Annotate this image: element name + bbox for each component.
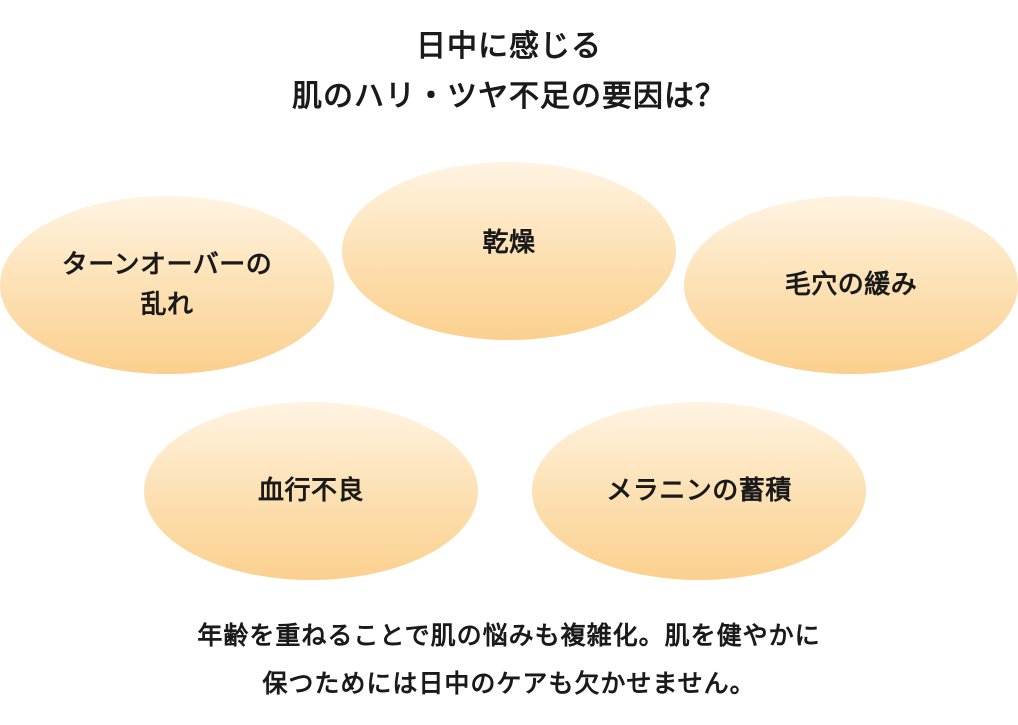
diagram-title: 日中に感じる 肌のハリ・ツヤ不足の要因は？ xyxy=(0,22,1018,122)
factor-label-line-1: 毛穴の緩み xyxy=(784,270,918,300)
factor-label-line-1: メラニンの蓄積 xyxy=(606,476,792,506)
factor-bubble-turnover: ターンオーバーの 乱れ xyxy=(0,196,334,374)
factor-label-line-1: ターンオーバーの xyxy=(61,250,273,280)
factor-label: 毛穴の緩み xyxy=(785,265,918,305)
factor-bubble-melanin: メラニンの蓄積 xyxy=(532,402,866,580)
factor-label: メラニンの蓄積 xyxy=(606,471,792,511)
factor-bubble-pores: 毛穴の緩み xyxy=(684,196,1018,374)
factor-label: 血行不良 xyxy=(258,471,364,511)
factor-label-line-1: 乾燥 xyxy=(482,228,536,258)
factor-bubble-circulation: 血行不良 xyxy=(144,402,478,580)
footer-line-2: 保つためには日中のケアも欠かせません。 xyxy=(262,669,756,698)
factor-bubble-dryness: 乾燥 xyxy=(342,162,676,340)
factor-label-line-1: 血行不良 xyxy=(257,476,364,506)
title-line-1: 日中に感じる xyxy=(416,29,602,64)
factor-label: ターンオーバーの 乱れ xyxy=(62,245,272,325)
title-line-2: 肌のハリ・ツヤ不足の要因は？ xyxy=(292,79,726,114)
factor-label: 乾燥 xyxy=(482,223,535,263)
footer-line-1: 年齢を重ねることで肌の悩みも複雑化。肌を健やかに xyxy=(197,621,821,650)
footer-description: 年齢を重ねることで肌の悩みも複雑化。肌を健やかに 保つためには日中のケアも欠かせ… xyxy=(0,612,1018,708)
factor-label-line-2: 乱れ xyxy=(140,290,194,320)
